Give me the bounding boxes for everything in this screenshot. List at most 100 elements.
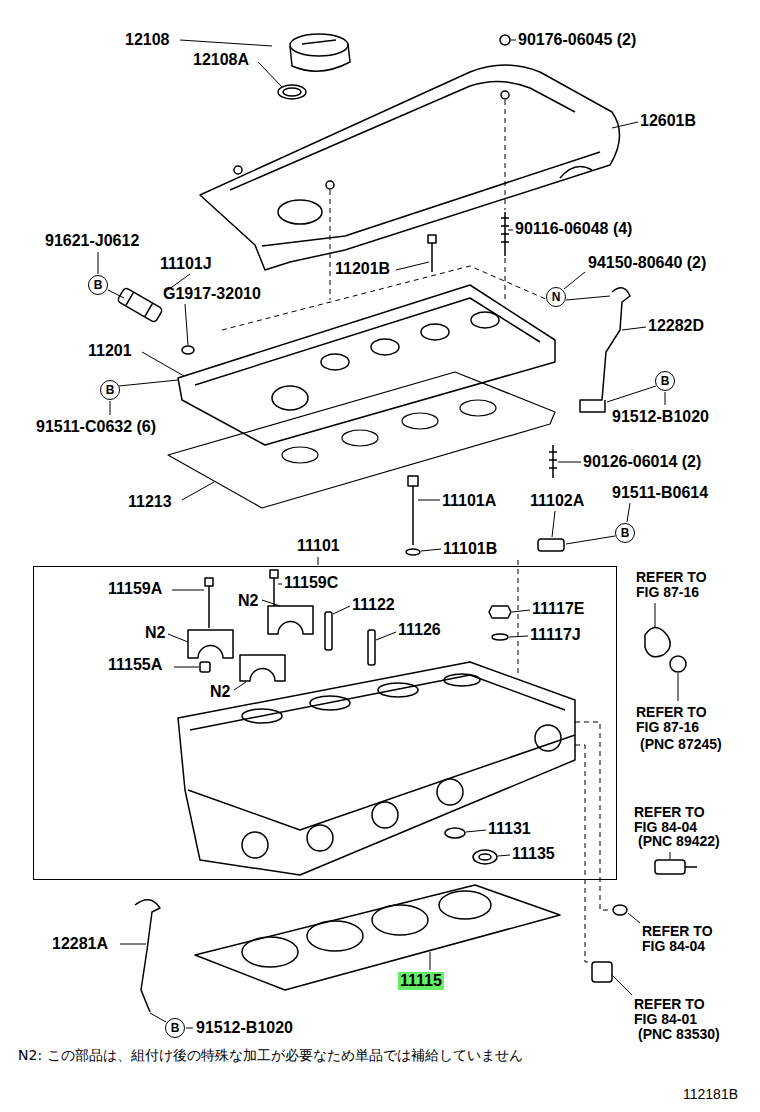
drawing-line xyxy=(240,655,285,681)
drawing-line xyxy=(195,885,560,990)
drawing-line xyxy=(613,905,627,915)
callout-number: N2 xyxy=(238,592,258,610)
drawing-line xyxy=(552,511,555,537)
reference-note: REFER TO FIG 87-16 xyxy=(636,570,728,600)
callout-number: 12281A xyxy=(52,935,108,953)
drawing-line xyxy=(538,539,564,551)
drawing-line xyxy=(188,735,575,830)
callout-number: 11117J xyxy=(530,626,581,644)
drawing-line xyxy=(460,400,496,416)
drawing-line xyxy=(492,634,508,640)
fastener-code-circle: N xyxy=(546,287,566,307)
drawing-line xyxy=(283,88,301,96)
drawing-line xyxy=(172,590,204,591)
drawing-line xyxy=(178,285,555,445)
drawing-line xyxy=(466,830,486,832)
callout-number: N2 xyxy=(210,683,230,701)
drawing-line xyxy=(655,860,685,874)
drawing-line xyxy=(270,570,278,606)
drawing-line xyxy=(564,272,585,289)
drawing-line xyxy=(307,921,363,951)
drawing-line xyxy=(200,65,620,270)
drawing-line xyxy=(535,725,561,751)
drawing-line xyxy=(378,683,418,697)
drawing-line xyxy=(622,327,646,330)
drawing-line xyxy=(406,549,420,555)
drawing-line xyxy=(421,324,449,340)
drawing-line xyxy=(278,584,282,585)
circle-text: B xyxy=(661,375,670,387)
circle-letter: B xyxy=(661,375,670,387)
drawing-line xyxy=(310,696,350,710)
drawing-line xyxy=(190,675,565,730)
drawing-line xyxy=(396,262,429,270)
drawing-line xyxy=(501,91,509,99)
drawing-line xyxy=(372,905,428,935)
callout-number: 12601B xyxy=(640,112,696,130)
circle-text: B xyxy=(621,527,630,539)
drawing-line xyxy=(371,339,399,355)
circle-letter: B xyxy=(106,384,115,396)
drawing-line xyxy=(408,476,418,545)
drawing-line xyxy=(282,447,318,463)
oil-filler-cap xyxy=(278,34,350,99)
callout-number: 11131 xyxy=(488,820,531,838)
drawing-line xyxy=(376,632,396,640)
cover-fasteners xyxy=(428,212,509,272)
drawing-line xyxy=(117,287,163,323)
cover-gasket xyxy=(168,372,555,508)
drawing-line xyxy=(290,34,348,56)
reference-note: REFER TO FIG 84-04 xyxy=(634,805,726,835)
drawing-line xyxy=(110,401,111,415)
drawing-line xyxy=(479,854,491,860)
drawing-line xyxy=(489,606,511,618)
drawing-line xyxy=(678,673,679,701)
callout-number: 91512-B1020 xyxy=(196,1019,293,1037)
callout-number: 12108 xyxy=(125,31,170,49)
drawing-line xyxy=(330,190,331,300)
fastener-code-circle: B xyxy=(655,371,675,391)
drawing-line xyxy=(278,200,322,224)
drawing-line xyxy=(262,600,280,606)
drawing-line xyxy=(505,100,506,210)
callout-number: 11102A xyxy=(530,492,584,510)
drawing-line xyxy=(670,852,671,859)
drawing-line xyxy=(368,630,375,665)
drawing-line xyxy=(566,536,615,544)
drawing-line xyxy=(421,549,441,551)
drawing-line xyxy=(498,855,510,856)
callout-number: 11201 xyxy=(88,342,132,360)
drawing-line xyxy=(342,430,378,446)
drawing-line xyxy=(549,445,557,478)
callout-number: 90116-06048 (4) xyxy=(515,220,632,238)
drawing-line xyxy=(575,745,592,962)
highlighted-part-number: 11115 xyxy=(398,972,444,990)
drawing-line xyxy=(98,252,99,274)
drawing-line xyxy=(501,212,509,256)
callout-number: 11117E xyxy=(532,600,585,618)
cylinder-head xyxy=(178,662,575,875)
callout-number: 11155A xyxy=(108,656,162,674)
drawing-line xyxy=(185,304,188,345)
callout-number: 91511-C0632 (6) xyxy=(36,418,156,436)
drawing-line xyxy=(272,386,308,410)
circle-letter: B xyxy=(94,279,103,291)
drawing-line xyxy=(326,181,334,189)
drawing-line xyxy=(560,166,592,178)
callout-number: 11101B xyxy=(443,540,497,558)
callout-number: 11201B xyxy=(335,260,390,278)
callout-number: 12282D xyxy=(648,317,704,335)
callout-number: 11126 xyxy=(398,621,441,639)
footnote: N2: この部品は、組付け後の特殊な加工が必要なため単品では補給していません xyxy=(18,1046,523,1064)
drawing-line xyxy=(168,634,188,642)
drawing-line xyxy=(234,166,242,174)
circle-text: B xyxy=(171,1022,180,1034)
bracket xyxy=(580,288,630,412)
callout-number: 91512-B1020 xyxy=(612,408,709,426)
callout-number: 11135 xyxy=(512,845,555,863)
drawing-line xyxy=(205,578,213,628)
drawing-line xyxy=(117,287,163,323)
drawing-line xyxy=(430,952,431,970)
drawing-line xyxy=(119,380,178,386)
